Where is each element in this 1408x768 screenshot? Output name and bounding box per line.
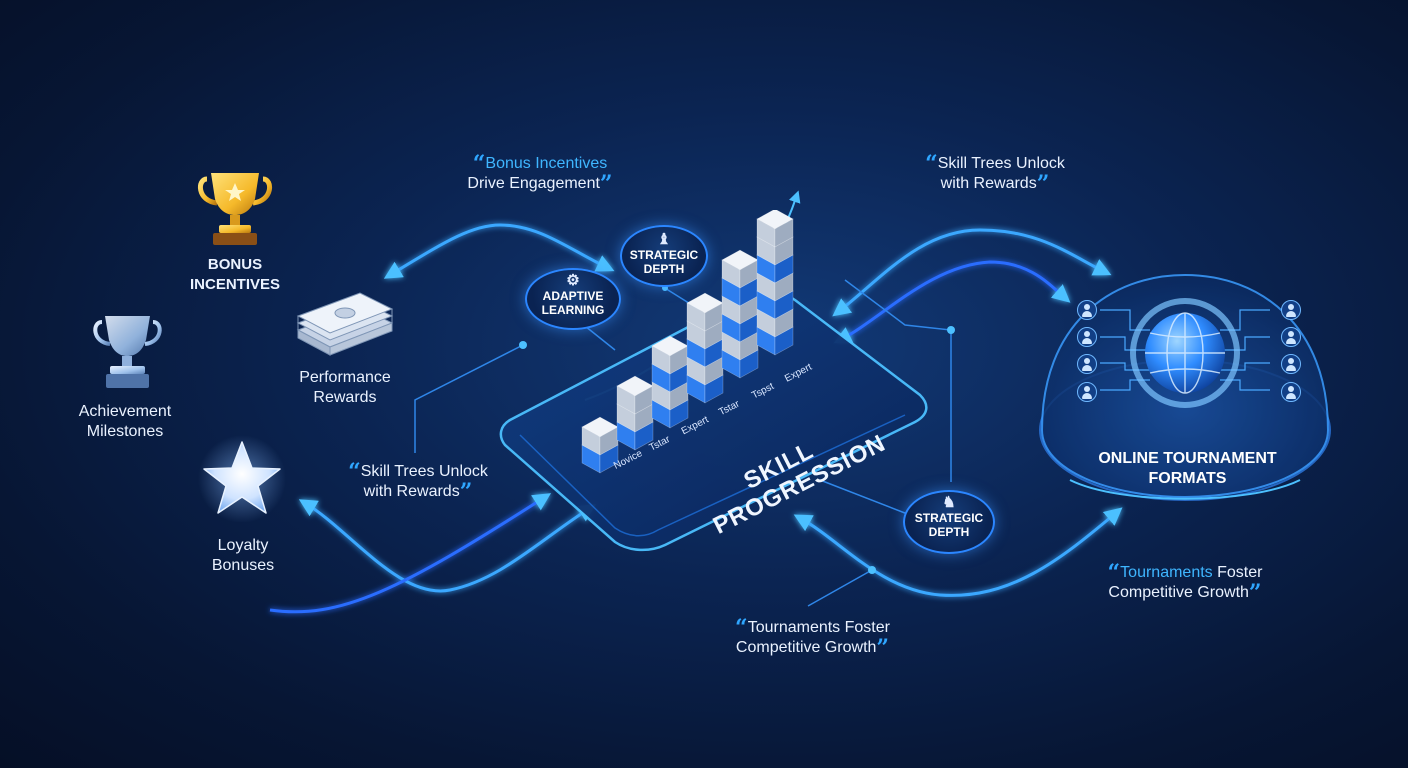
skill-cube	[686, 292, 724, 332]
quote-skill-trees-left: “Skill Trees Unlock with Rewards”	[328, 459, 508, 505]
skill-cube	[651, 335, 689, 375]
flow-arrow-bottom-right	[793, 507, 1123, 597]
quote-highlight: Tournaments	[1120, 564, 1213, 581]
loyalty-bonuses-label: Loyalty Bonuses	[211, 537, 275, 574]
star-icon	[198, 435, 286, 522]
tournament-dome	[1039, 273, 1331, 501]
quote-text: Drive Engagement	[467, 175, 600, 192]
quote-text: with Rewards	[363, 483, 460, 500]
flow-arrow-mid-right	[833, 260, 1071, 344]
online-tournament-formats-label: ONLINE TOURNAMENT FORMATS	[1098, 450, 1277, 487]
flow-arrow-top-left	[383, 223, 615, 279]
money-stack-icon	[296, 292, 394, 356]
gold-trophy-icon	[198, 173, 272, 245]
silver-trophy-icon	[93, 316, 162, 388]
skill-cube	[581, 416, 619, 456]
user-icon	[1281, 354, 1301, 374]
close-quote-mark: ”	[876, 635, 890, 661]
close-quote-mark: ”	[599, 171, 613, 197]
adaptive-learning-label: ADAPTIVE LEARNING	[541, 289, 605, 317]
achievement-milestones-label: Achievement Milestones	[78, 403, 172, 440]
quote-tournaments-right: “Tournaments Foster Competitive Growth”	[1080, 560, 1290, 606]
user-icon	[1281, 300, 1301, 320]
quote-text: Competitive Growth	[1108, 584, 1249, 601]
strategic-depth-top-bubble: ♝ STRATEGIC DEPTH	[620, 225, 708, 287]
quote-highlight: Bonus Incentives	[485, 155, 608, 172]
connector-platform-bubble	[819, 479, 911, 516]
open-quote-mark: “	[735, 615, 748, 641]
open-quote-mark: “	[925, 151, 938, 177]
strategic-depth-bottom-label: STRATEGIC DEPTH	[914, 511, 984, 539]
open-quote-mark: “	[472, 151, 486, 177]
user-icon	[1077, 300, 1097, 320]
connector-dot	[519, 341, 527, 349]
close-quote-mark: ”	[459, 479, 473, 505]
quote-text: Skill Trees Unlock	[937, 155, 1065, 172]
flow-arrow-bottom-left-2	[269, 493, 552, 614]
quote-text: Skill Trees Unlock	[360, 463, 488, 480]
quote-text: with Rewards	[940, 175, 1037, 192]
user-icon	[1077, 327, 1097, 347]
flow-arrow-bottom-left	[298, 499, 597, 593]
performance-rewards-label: Performance Rewards	[299, 369, 391, 406]
skill-cube	[616, 375, 654, 415]
skill-cube	[721, 249, 759, 289]
close-quote-mark: ”	[1036, 171, 1050, 197]
close-quote-mark: ”	[1248, 580, 1262, 606]
open-quote-mark: “	[1107, 560, 1121, 586]
user-icon	[1281, 382, 1301, 402]
adaptive-learning-bubble: ⚙ ADAPTIVE LEARNING	[525, 268, 621, 330]
gear-icon: ⚙	[566, 272, 580, 289]
quote-skill-trees-right: “Skill Trees Unlock with Rewards”	[905, 151, 1085, 197]
user-icon	[1281, 327, 1301, 347]
quote-bonus-incentives: “Bonus Incentives Drive Engagement”	[450, 151, 630, 197]
bonus-incentives-label: BONUS INCENTIVES	[189, 256, 280, 293]
chess-piece-icon: ♞	[942, 494, 956, 511]
connector-dot	[868, 566, 876, 574]
strategic-depth-top-label: STRATEGIC DEPTH	[629, 248, 699, 276]
user-icon	[1077, 354, 1097, 374]
quote-tournaments-bottom: “Tournaments Foster Competitive Growth”	[705, 615, 920, 661]
strategic-depth-bottom-bubble: ♞ STRATEGIC DEPTH	[903, 490, 995, 554]
quote-text: Foster	[1217, 564, 1263, 581]
quote-text: Competitive Growth	[735, 639, 877, 656]
user-icon	[1077, 382, 1097, 402]
connector-skill-trees	[414, 344, 524, 453]
connector-tournaments	[807, 569, 873, 607]
connector-strategic-bottom	[844, 279, 952, 482]
quote-text: Tournaments Foster	[747, 619, 890, 636]
flow-arrow-top-right	[832, 228, 1112, 317]
connector-dot	[947, 326, 955, 334]
globe-ring	[1130, 298, 1240, 408]
chess-piece-icon: ♝	[657, 231, 671, 248]
open-quote-mark: “	[348, 459, 361, 485]
skill-cube	[756, 210, 794, 248]
skill-progression-platform	[499, 210, 928, 552]
